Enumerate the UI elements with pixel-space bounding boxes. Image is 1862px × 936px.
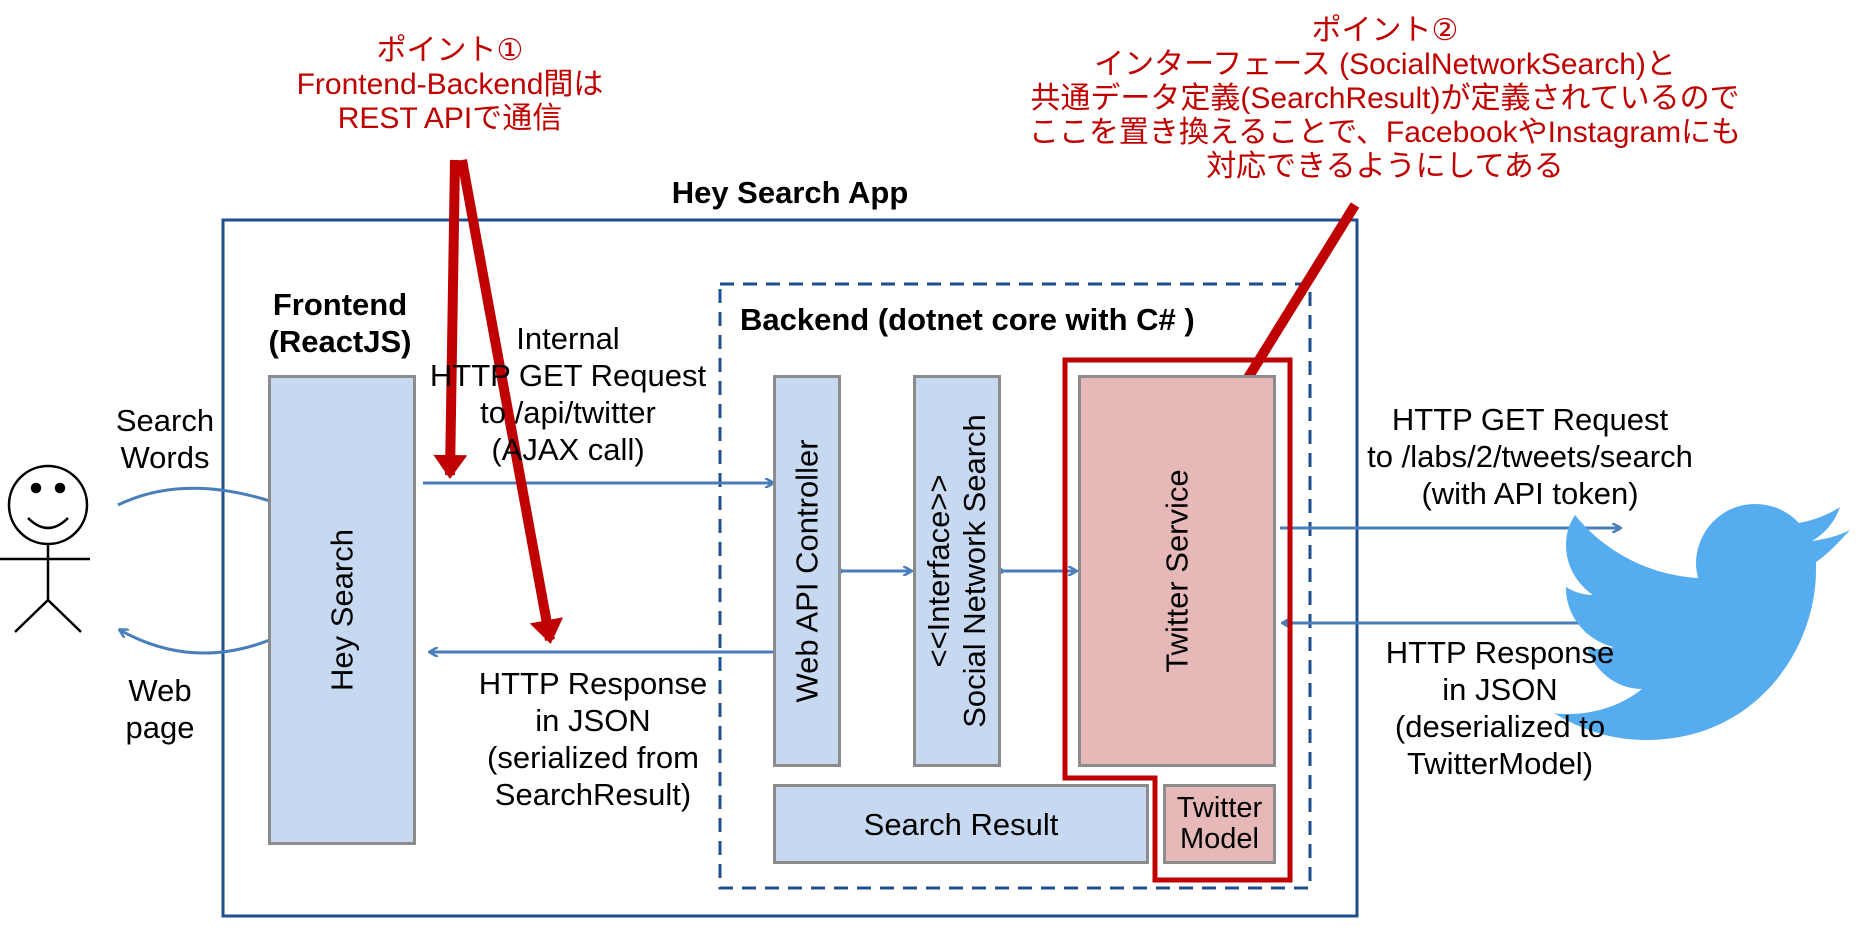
twitter-service-label: Twitter Service [1159, 469, 1195, 673]
twitter-service-box: Twitter Service [1078, 375, 1276, 767]
point2-annotation: ポイント② インターフェース (SocialNetworkSearch)と 共通… [990, 14, 1780, 184]
search-words-line1: Search [115, 403, 215, 438]
web-api-controller-label: Web API Controller [789, 439, 825, 703]
point2-line2: インターフェース (SocialNetworkSearch)と [1094, 48, 1676, 81]
replaceable-highlight [1062, 357, 1293, 883]
twitter-response-line3: (deserialized to [1394, 709, 1606, 744]
interface-label-line1: <<Interface>> [921, 474, 956, 668]
twitter-request-line1: HTTP GET Request [1391, 402, 1669, 437]
interface-label: <<Interface>> Social Network Search [921, 414, 993, 728]
web-page-label: Web page [100, 672, 220, 746]
point2-line1: ポイント② [1311, 14, 1459, 47]
twitter-model-line2: Model [1180, 823, 1259, 855]
internal-response-line4: SearchResult) [494, 777, 692, 812]
search-result-label: Search Result [863, 806, 1059, 842]
backend-heading: Backend (dotnet core with C# ) [740, 302, 1195, 337]
internal-request-label: Internal HTTP GET Request to /api/twitte… [418, 320, 718, 468]
twitter-request-label: HTTP GET Request to /labs/2/tweets/searc… [1340, 401, 1720, 512]
point1-line1: ポイント① [376, 34, 524, 67]
twitter-response-label: HTTP Response in JSON (deserialized to T… [1375, 634, 1625, 782]
web-page-line2: page [125, 710, 195, 745]
web-page-line1: Web [128, 673, 192, 708]
point2-line3: 共通データ定義(SearchResult)が定義されているので [1030, 82, 1740, 115]
twitter-model-line1: Twitter [1176, 792, 1263, 824]
twitter-response-line4: TwitterModel) [1406, 746, 1594, 781]
internal-request-line3: to /api/twitter [480, 395, 656, 430]
search-words-line2: Words [120, 440, 210, 475]
interface-label-line2: Social Network Search [957, 414, 992, 728]
twitter-model-box: Twitter Model [1163, 784, 1276, 864]
point1-arrow-response [457, 159, 564, 644]
search-words-label: Search Words [100, 402, 230, 476]
frontend-heading-line1: Frontend [272, 287, 408, 322]
app-frame [221, 218, 1359, 918]
internal-request-line4: (AJAX call) [491, 432, 645, 467]
point2-line4: ここを置き換えることで、FacebookやInstagramにも [1028, 116, 1742, 149]
internal-request-line2: HTTP GET Request [429, 358, 707, 393]
hey-search-box: Hey Search [268, 375, 416, 845]
interface-box: <<Interface>> Social Network Search [913, 375, 1001, 767]
stick-figure-icon [0, 464, 90, 633]
point1-arrow-request [433, 159, 468, 479]
web-api-controller-box: Web API Controller [773, 375, 841, 767]
twitter-response-line2: in JSON [1442, 672, 1558, 707]
search-words-arrow [117, 486, 290, 508]
web-page-arrow [120, 630, 289, 655]
app-title: Hey Search App [671, 175, 909, 210]
twitter-bird-icon [1554, 504, 1850, 740]
hey-search-label: Hey Search [324, 529, 360, 691]
frontend-heading-line2: (ReactJS) [268, 324, 412, 359]
internal-response-line1: HTTP Response [478, 666, 708, 701]
internal-request-line1: Internal [516, 321, 620, 356]
point2-line5: 対応できるようにしてある [1206, 150, 1564, 183]
internal-response-line3: (serialized from [487, 740, 699, 775]
internal-response-label: HTTP Response in JSON (serialized from S… [468, 665, 718, 813]
twitter-request-line3: (with API token) [1421, 476, 1639, 511]
point1-line3: REST APIで通信 [337, 102, 563, 135]
twitter-response-line1: HTTP Response [1385, 635, 1615, 670]
point1-line2: Frontend-Backend間は [296, 68, 604, 101]
twitter-request-line2: to /labs/2/tweets/search [1367, 439, 1693, 474]
point1-annotation: ポイント① Frontend-Backend間は REST APIで通信 [250, 34, 650, 136]
internal-response-line2: in JSON [535, 703, 651, 738]
search-result-box: Search Result [773, 784, 1149, 864]
